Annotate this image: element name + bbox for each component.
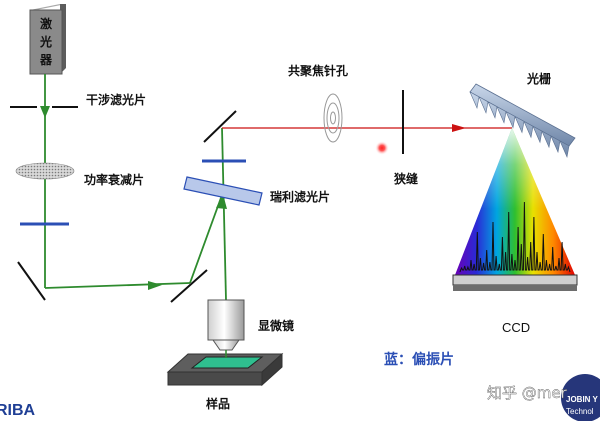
watermark-text: 知乎 @mer (487, 384, 568, 402)
ccd-detector (452, 274, 578, 291)
laser-box: 激 光 器 (29, 4, 66, 75)
rayleigh-filter-label: 瑞利滤光片 (270, 189, 330, 204)
microscope-label: 显微镜 (258, 318, 294, 333)
sample-label: 样品 (206, 396, 230, 411)
laser-label-2: 光 (39, 34, 52, 49)
power-attenuator-label: 功率衰减片 (84, 172, 144, 187)
logo-right: JOBIN Y Technol (561, 374, 600, 421)
mirror-top-left (203, 110, 237, 143)
grating (469, 83, 576, 159)
sample-stage (166, 352, 284, 387)
spectrum-cone (455, 128, 575, 275)
confocal-pinhole-label: 共聚焦针孔 (288, 63, 348, 78)
confocal-pinhole (323, 93, 343, 143)
ccd-label: CCD (502, 320, 530, 335)
laser-label-1: 激 (40, 16, 52, 31)
mirror-bottom-left (17, 261, 46, 301)
slit-label: 狭缝 (393, 171, 418, 186)
grating-label: 光栅 (526, 71, 551, 86)
mirror-bottom-right (170, 269, 208, 303)
arrow-head-2 (148, 281, 162, 290)
polarizer-legend: 蓝：偏振片 (384, 351, 454, 368)
interference-filter-label: 干涉滤光片 (86, 92, 146, 107)
arrow-head-3 (216, 194, 227, 209)
logo-left: RIBA (0, 402, 36, 419)
power-attenuator (15, 162, 75, 180)
microscope-objective (207, 299, 245, 351)
logo-right-line2: Technol (566, 407, 594, 416)
rayleigh-filter (183, 176, 263, 206)
laser-label-3: 器 (39, 53, 53, 67)
arrow-head-1 (40, 106, 50, 118)
scattered-arrow (452, 124, 466, 132)
logo-right-line1: JOBIN Y (566, 395, 599, 404)
focus-spot (375, 141, 389, 155)
